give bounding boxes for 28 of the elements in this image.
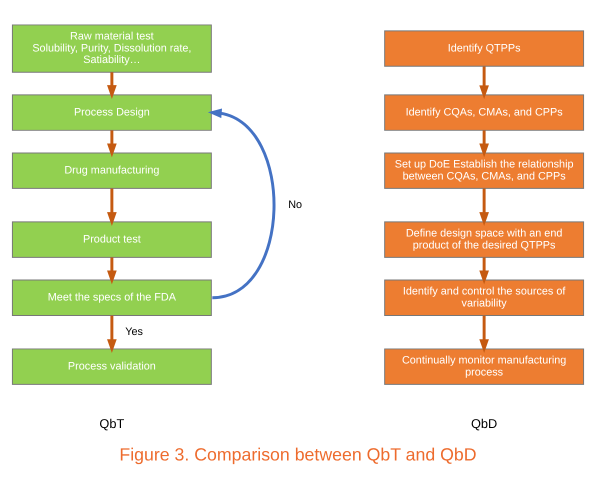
node-box: Set up DoE Establish the relationship between CQAs, CMAs, and CPPs: [384, 152, 584, 189]
label: QbT: [99, 416, 124, 432]
node-box: Process Design: [12, 94, 212, 131]
node-box: Identify CQAs, CMAs, and CPPs: [384, 94, 584, 131]
arrow: [107, 130, 117, 158]
node-box: Identify and control the sources of variability: [384, 280, 584, 316]
arrow: [107, 257, 117, 284]
node-box: Drug manufacturing: [12, 152, 212, 189]
node-box: Raw material test Solubility, Purity, Dissolution rate, Satiability…: [12, 24, 212, 73]
arrow: [479, 130, 489, 158]
arrow: [107, 316, 117, 354]
caption: Figure 3. Comparison between QbT and QbD: [119, 444, 477, 465]
label: QbD: [470, 416, 498, 432]
edge-label: Yes: [125, 326, 143, 338]
arrow: [107, 72, 117, 99]
node-box: Meet the specs of the FDA: [12, 280, 212, 316]
arrow: [208, 108, 276, 300]
arrow: [479, 316, 489, 354]
arrow: [479, 188, 489, 226]
arrow: [107, 188, 117, 226]
node-box: Continually monitor manufacturing process: [384, 348, 584, 385]
node-box: Define design space with an end product of the desired QTPPs: [384, 221, 584, 258]
node-box: Product test: [12, 221, 212, 258]
edge-label: No: [288, 198, 302, 211]
node-box: Process validation: [12, 348, 212, 385]
node-box: Identify QTPPs: [384, 30, 584, 67]
arrow: [479, 66, 489, 100]
arrow: [479, 257, 489, 284]
